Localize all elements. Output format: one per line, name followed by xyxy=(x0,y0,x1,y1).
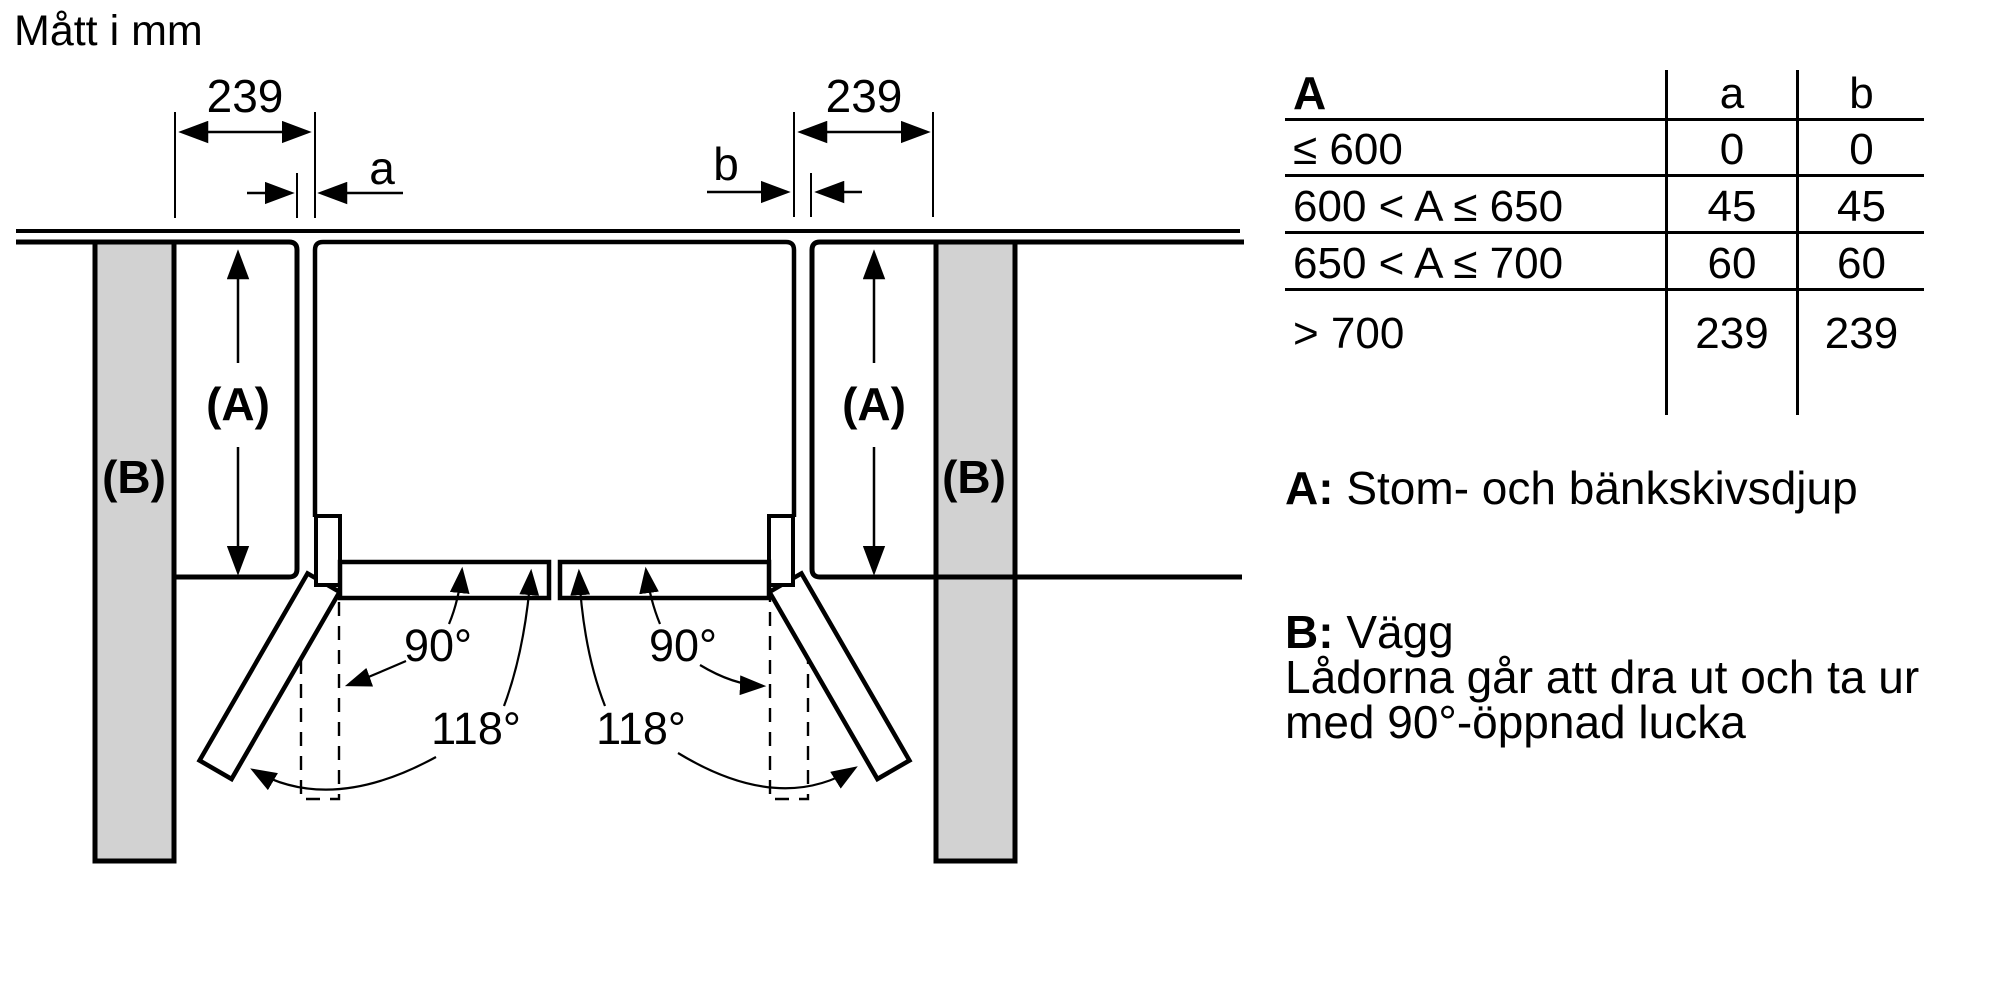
dim-239-right: 239 xyxy=(826,70,903,122)
installation-diagram: 239 239 a b (A) (A) (B) (B) 90° 90° 118°… xyxy=(16,70,1244,864)
left-door-closed xyxy=(337,559,552,601)
dim-239-left: 239 xyxy=(207,70,284,122)
right-wall xyxy=(933,242,1018,864)
row-value-a: 60 xyxy=(1665,232,1798,291)
extension-lines xyxy=(174,112,934,218)
depth-label-left: (A) xyxy=(206,378,270,430)
left-cabinet-outline xyxy=(16,239,300,580)
table-header-b: b xyxy=(1796,70,1924,121)
angle-118-left: 118° xyxy=(431,703,521,754)
niche-outline xyxy=(312,239,797,517)
right-door-closed xyxy=(557,559,772,601)
angle-90-left: 90° xyxy=(404,620,472,671)
row-label: 650 < A ≤ 700 xyxy=(1285,232,1667,291)
angle-90-right: 90° xyxy=(649,620,717,671)
gap-a-label: a xyxy=(369,142,395,194)
row-value-a: 239 xyxy=(1665,289,1798,358)
gap-b-label: b xyxy=(713,138,739,190)
note-wall-term: B: xyxy=(1285,606,1334,658)
row-value-a: 45 xyxy=(1665,175,1798,234)
note-wall-line3: med 90°-öppnad lucka xyxy=(1285,696,1746,748)
row-label: ≤ 600 xyxy=(1285,119,1667,177)
table-header-A: A xyxy=(1285,70,1667,121)
table-row: > 700 239 239 xyxy=(1285,289,1924,358)
left-door-90-dashed xyxy=(299,588,341,801)
depth-label-right: (A) xyxy=(842,378,906,430)
row-label: 600 < A ≤ 650 xyxy=(1285,175,1667,234)
depth-arrows xyxy=(226,249,886,576)
right-door-118 xyxy=(766,570,913,783)
row-value-b: 239 xyxy=(1796,289,1924,358)
right-cabinet-outline xyxy=(809,239,1244,580)
row-value-b: 0 xyxy=(1796,119,1924,177)
table-row: 600 < A ≤ 650 45 45 xyxy=(1285,175,1924,234)
table-row: 650 < A ≤ 700 60 60 xyxy=(1285,232,1924,291)
note-wall-line2: Lådorna går att dra ut och ta ur xyxy=(1285,651,1920,703)
right-hinge xyxy=(767,514,795,587)
table-row: ≤ 600 0 0 xyxy=(1285,119,1924,177)
note-wall-desc: Vägg xyxy=(1333,606,1454,658)
left-hinge xyxy=(314,514,342,587)
left-wall xyxy=(92,242,177,864)
row-value-b: 45 xyxy=(1796,175,1924,234)
wall-label-right: (B) xyxy=(942,451,1006,503)
left-door-118 xyxy=(196,570,343,783)
angle-118-right: 118° xyxy=(596,703,686,754)
wall-label-left: (B) xyxy=(102,451,166,503)
note-depth-term: A: xyxy=(1285,462,1334,514)
right-door-90-dashed xyxy=(768,588,810,801)
row-value-a: 0 xyxy=(1665,119,1798,177)
clearance-table: A a b ≤ 600 0 0 600 < A ≤ 650 45 45 650 … xyxy=(1285,70,1924,415)
angle-arrows xyxy=(250,566,858,791)
page-title: Mått i mm xyxy=(14,7,203,55)
row-label: > 700 xyxy=(1293,308,1405,358)
note-wall: B: Vägg Lådorna går att dra ut och ta ur… xyxy=(1285,609,1920,748)
note-depth: A: Stom- och bänkskivsdjup xyxy=(1285,465,1858,511)
table-header-a: a xyxy=(1665,70,1798,121)
note-depth-desc: Stom- och bänkskivsdjup xyxy=(1333,462,1858,514)
dimension-arrows xyxy=(178,120,931,205)
table-header-row: A a b xyxy=(1285,70,1924,121)
row-value-b: 60 xyxy=(1796,232,1924,291)
